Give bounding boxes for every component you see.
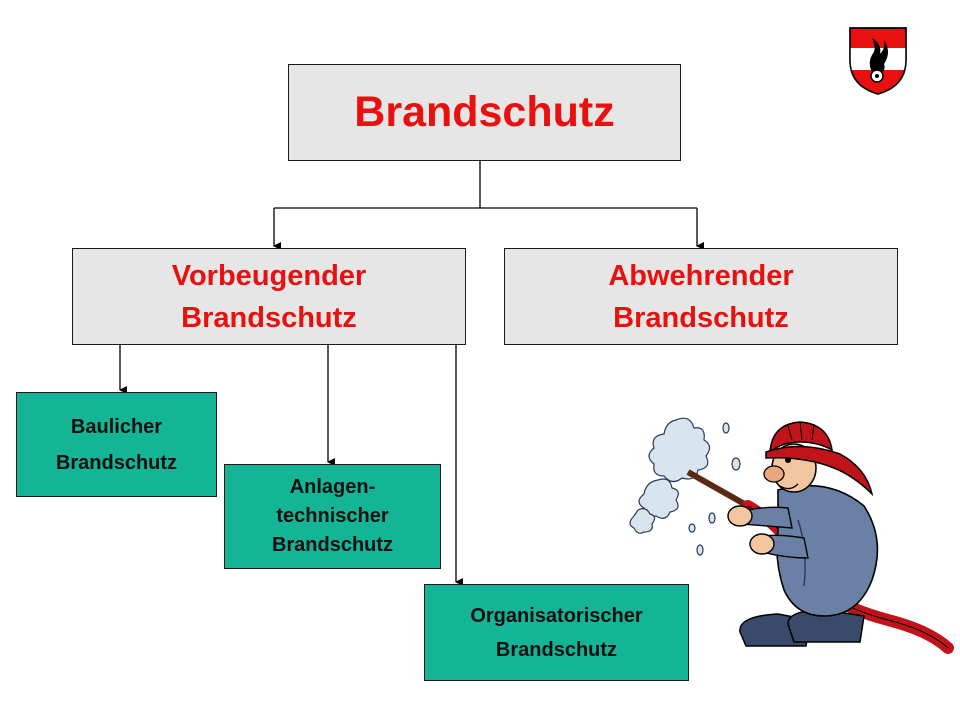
node-label-line1: Vorbeugender bbox=[171, 259, 367, 292]
node-label-line1: Anlagen- bbox=[289, 476, 376, 498]
node-label-line2: technischer bbox=[276, 505, 389, 527]
node-label-line2: Brandschutz bbox=[613, 301, 789, 334]
node-label-line3: Brandschutz bbox=[271, 534, 394, 556]
node-label-line2: Brandschutz bbox=[181, 301, 357, 334]
node-label-line2: Brandschutz bbox=[55, 451, 178, 474]
firefighter-with-hose-clipart bbox=[629, 417, 954, 654]
root-node-brandschutz: Brandschutz bbox=[288, 64, 681, 161]
node-vorbeugender-brandschutz: Vorbeugender Brandschutz bbox=[72, 248, 466, 345]
node-label-line1: Baulicher bbox=[70, 415, 163, 438]
node-organisatorischer-brandschutz: Organisatorischer Brandschutz bbox=[424, 584, 689, 681]
node-label-line1: Abwehrender bbox=[608, 259, 794, 292]
node-baulicher-brandschutz: Baulicher Brandschutz bbox=[16, 392, 217, 497]
node-label-line2: Brandschutz bbox=[495, 638, 618, 661]
node-abwehrender-brandschutz: Abwehrender Brandschutz bbox=[504, 248, 898, 345]
node-label-line1: Organisatorischer bbox=[470, 604, 643, 627]
fire-brigade-emblem-icon bbox=[849, 27, 907, 95]
node-anlagentechnischer-brandschutz: Anlagen- technischer Brandschutz bbox=[224, 464, 441, 569]
root-label: Brandschutz bbox=[354, 88, 615, 136]
